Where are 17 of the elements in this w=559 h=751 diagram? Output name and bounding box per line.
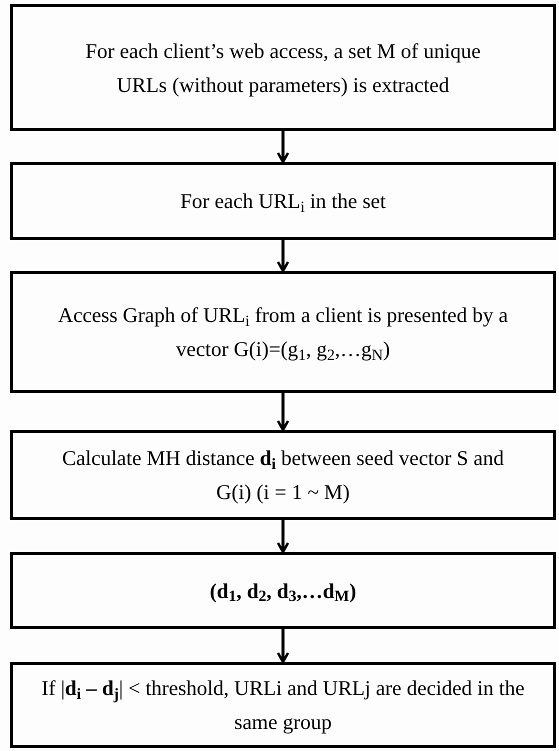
step-text: If |d$_{i}$ – d$_{j}$| < threshold, URLi and URLj are decided in the same group [40, 675, 526, 736]
step-text: For each URL$_{i}$ in the set [180, 188, 386, 218]
step-text: For each client’s web access, a set M of unique URLs (without parameters) is extracted [84, 38, 482, 98]
process-box [10, 662, 556, 748]
process-box [10, 430, 556, 520]
step-text: (d$_{1}$, d$_{2}$, d$_{3}$,…d$_{M}$) [210, 578, 356, 608]
arrow [276, 240, 290, 272]
process-box [10, 271, 556, 393]
process-box [10, 4, 556, 131]
process-box [10, 162, 556, 240]
process-box [10, 552, 556, 629]
arrow [276, 520, 290, 554]
step-text: Calculate MH distance d$_{i}$ between seed vector S and G(i) (i = 1 ~ M) [61, 445, 505, 506]
arrow [276, 131, 290, 164]
arrow [276, 629, 290, 664]
arrow [276, 393, 290, 432]
step-text: Access Graph of URL$_{i}$ from a client is presented by a vector G(i)=(g$_{1}$, g$_{2}$,…g$_{N}$) [57, 302, 509, 366]
